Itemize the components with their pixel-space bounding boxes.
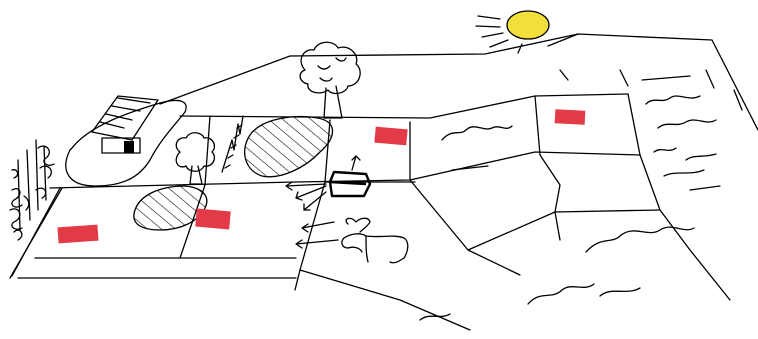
marker	[57, 225, 98, 244]
sun-icon	[476, 11, 549, 53]
cow-icon	[342, 218, 408, 263]
marker	[195, 209, 230, 230]
marker	[374, 127, 407, 146]
hatched-field-upper	[245, 117, 333, 177]
fence-icon	[222, 116, 243, 172]
marker	[555, 109, 586, 125]
tree-icon	[300, 42, 360, 118]
crop-plants-icon	[10, 140, 60, 276]
sensor-box-icon	[330, 172, 370, 196]
